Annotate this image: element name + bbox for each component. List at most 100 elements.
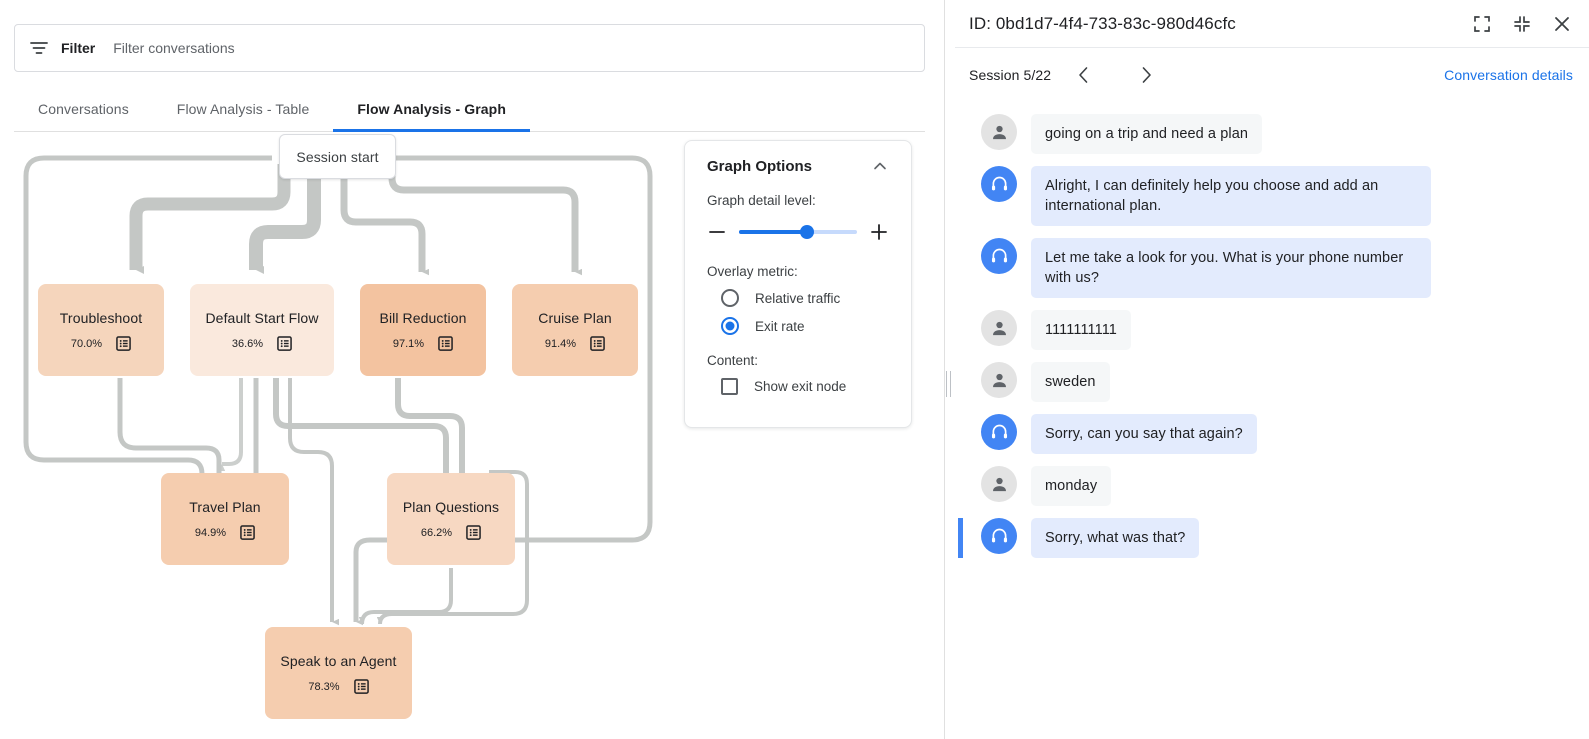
- filter-bar[interactable]: Filter: [14, 24, 925, 72]
- content-label: Content:: [707, 353, 759, 368]
- graph-node-label: Plan Questions: [402, 499, 500, 515]
- message-row: Alright, I can definitely help you choos…: [955, 160, 1589, 232]
- graph-node-meta: 70.0%: [71, 336, 131, 351]
- radio-button[interactable]: [721, 317, 739, 335]
- graph-node-meta: 36.6%: [232, 336, 292, 351]
- minus-icon[interactable]: [707, 222, 727, 242]
- graph-detail-slider[interactable]: [739, 225, 857, 239]
- message-row: sweden: [955, 356, 1589, 408]
- graph-node-label: Travel Plan: [189, 499, 261, 515]
- message-bubble: going on a trip and need a plan: [1031, 114, 1263, 154]
- flow-graph-edges: [23, 155, 653, 628]
- graph-node-percent: 66.2%: [420, 526, 453, 539]
- node-details-icon[interactable]: [590, 336, 605, 351]
- flow-analysis-pane: Filter Conversations Flow Analysis - Tab…: [0, 0, 945, 739]
- graph-node-percent: 78.3%: [308, 680, 340, 693]
- node-details-icon[interactable]: [438, 336, 453, 351]
- message-row: 1111111111: [955, 304, 1589, 356]
- conversation-header: ID: 0bd1d7-4f4-733-83c-980d46cfc: [955, 0, 1589, 48]
- graph-node-meta: 78.3%: [308, 679, 369, 694]
- expand-icon[interactable]: [1471, 13, 1493, 35]
- radio-relative-traffic[interactable]: Relative traffic: [721, 289, 889, 307]
- graph-detail-level-label: Graph detail level:: [707, 193, 816, 208]
- tab-flow-analysis-table[interactable]: Flow Analysis - Table: [176, 101, 310, 117]
- user-avatar-icon: [981, 362, 1017, 398]
- radio-button[interactable]: [721, 289, 739, 307]
- graph-options-header: Graph Options: [707, 157, 889, 175]
- session-counter: Session 5/22: [969, 67, 1052, 83]
- checkbox-label: Show exit node: [754, 379, 847, 394]
- node-details-icon[interactable]: [277, 336, 292, 351]
- message-row: going on a trip and need a plan: [955, 108, 1589, 160]
- tab-flow-analysis-graph[interactable]: Flow Analysis - Graph: [333, 101, 530, 132]
- graph-node-label: Troubleshoot: [59, 310, 143, 326]
- message-bubble: monday: [1031, 466, 1112, 506]
- message-bubble: sweden: [1031, 362, 1110, 402]
- graph-node-label: Bill Reduction: [379, 310, 467, 326]
- agent-avatar-icon: [981, 518, 1017, 554]
- agent-avatar-icon: [981, 414, 1017, 450]
- graph-detail-level-control[interactable]: [707, 222, 889, 242]
- pane-resize-handle[interactable]: [942, 0, 955, 739]
- graph-node-percent: 97.1%: [392, 337, 425, 350]
- conversation-id: ID: 0bd1d7-4f4-733-83c-980d46cfc: [969, 13, 1236, 33]
- drag-handle-icon[interactable]: [945, 371, 952, 397]
- message-row: Sorry, can you say that again?: [955, 408, 1589, 460]
- graph-node-meta: 66.2%: [421, 525, 481, 540]
- user-avatar-icon: [981, 466, 1017, 502]
- conversation-details-link[interactable]: Conversation details: [1444, 67, 1573, 83]
- tab-conversations[interactable]: Conversations: [38, 101, 129, 117]
- graph-node-bill-reduction[interactable]: Bill Reduction 97.1%: [360, 284, 486, 376]
- filter-input[interactable]: [111, 25, 910, 71]
- message-bubble: Let me take a look for you. What is your…: [1031, 238, 1431, 298]
- graph-node-travel-plan[interactable]: Travel Plan 94.9%: [161, 473, 289, 565]
- chevron-right-icon[interactable]: [1135, 64, 1157, 86]
- agent-avatar-icon: [981, 166, 1017, 202]
- message-row-highlighted: Sorry, what was that?: [955, 512, 1589, 564]
- message-bubble: Sorry, can you say that again?: [1031, 414, 1257, 454]
- close-icon[interactable]: [1551, 13, 1573, 35]
- collapse-icon[interactable]: [1511, 13, 1533, 35]
- graph-node-session-start[interactable]: Session start: [279, 134, 396, 179]
- radio-exit-rate[interactable]: Exit rate: [721, 317, 889, 335]
- node-details-icon[interactable]: [353, 679, 369, 694]
- flow-graph-canvas[interactable]: Session start Troubleshoot 70.0% Default…: [0, 132, 944, 739]
- message-bubble: Alright, I can definitely help you choos…: [1031, 166, 1431, 226]
- graph-node-label: Session start: [296, 148, 379, 165]
- graph-node-troubleshoot[interactable]: Troubleshoot 70.0%: [38, 284, 164, 376]
- agent-avatar-icon: [981, 238, 1017, 274]
- graph-options-title: Graph Options: [707, 157, 812, 175]
- node-details-icon[interactable]: [240, 525, 255, 540]
- graph-node-label: Cruise Plan: [538, 310, 612, 326]
- tab-bar: Conversations Flow Analysis - Table Flow…: [14, 88, 925, 132]
- radio-label: Relative traffic: [755, 290, 841, 306]
- graph-node-percent: 91.4%: [544, 337, 577, 350]
- node-details-icon[interactable]: [466, 525, 481, 540]
- conversation-panel: ID: 0bd1d7-4f4-733-83c-980d46cfc Session…: [955, 0, 1589, 739]
- graph-node-default-start-flow[interactable]: Default Start Flow 36.6%: [190, 284, 334, 376]
- graph-node-meta: 91.4%: [545, 336, 605, 351]
- checkbox-show-exit-node[interactable]: Show exit node: [721, 378, 889, 395]
- message-bubble: 1111111111: [1031, 310, 1131, 350]
- graph-node-meta: 94.9%: [195, 525, 255, 540]
- graph-node-speak-to-an-agent[interactable]: Speak to an Agent 78.3%: [265, 627, 412, 719]
- graph-node-cruise-plan[interactable]: Cruise Plan 91.4%: [512, 284, 638, 376]
- filter-icon: [29, 38, 49, 58]
- graph-node-meta: 97.1%: [393, 336, 453, 351]
- graph-node-percent: 94.9%: [194, 526, 227, 539]
- plus-icon[interactable]: [869, 222, 889, 242]
- graph-node-label: Default Start Flow: [205, 310, 319, 326]
- graph-node-plan-questions[interactable]: Plan Questions 66.2%: [387, 473, 515, 565]
- radio-label: Exit rate: [755, 318, 805, 334]
- graph-node-percent: 70.0%: [70, 337, 103, 350]
- chevron-up-icon[interactable]: [871, 157, 889, 175]
- graph-node-label: Speak to an Agent: [280, 653, 397, 669]
- node-details-icon[interactable]: [116, 336, 131, 351]
- graph-options-panel: Graph Options Graph detail level:: [684, 140, 912, 428]
- slider-thumb[interactable]: [800, 225, 815, 239]
- checkbox[interactable]: [721, 378, 738, 395]
- message-bubble: Sorry, what was that?: [1031, 518, 1200, 558]
- slider-fill: [739, 230, 808, 234]
- user-avatar-icon: [981, 114, 1017, 150]
- chevron-left-icon[interactable]: [1073, 64, 1095, 86]
